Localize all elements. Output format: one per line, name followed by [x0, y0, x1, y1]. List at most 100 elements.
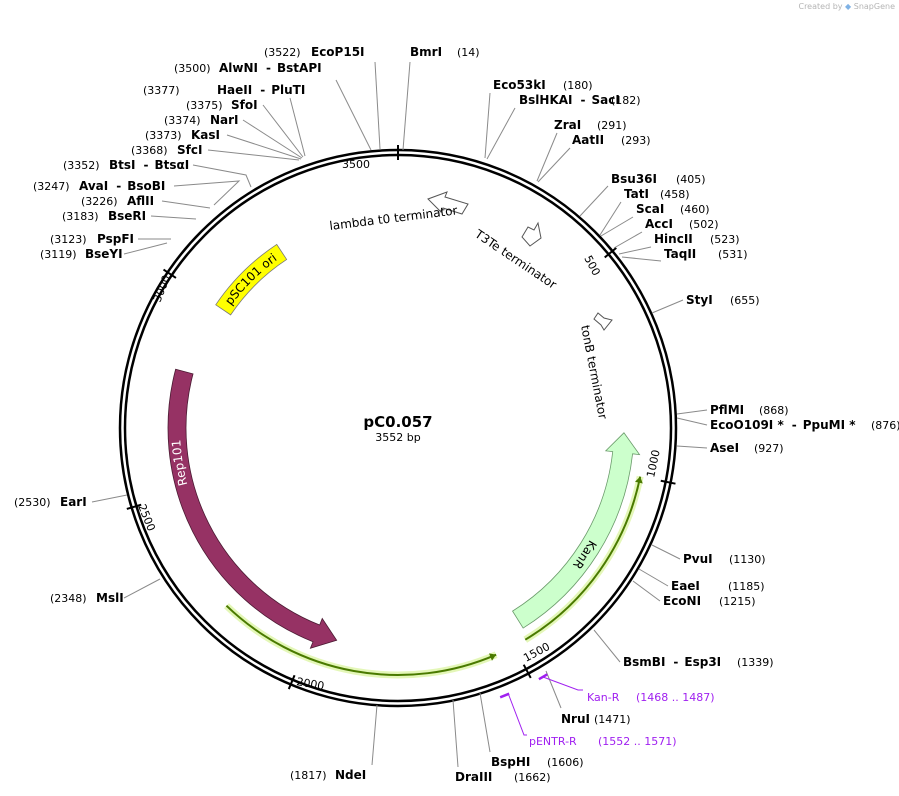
site-eari-enzyme-1: EarI — [60, 495, 87, 509]
kan-r-leader — [542, 676, 583, 691]
site-pspfi-enzyme-1: PspFI — [97, 232, 134, 246]
t3te-terminator-label: T3Te terminator — [471, 226, 559, 291]
kan-r-primer-range: (1468 .. 1487) — [636, 691, 715, 704]
site-ecoo109i-ppumi-enzyme-2: PpuMI * — [803, 418, 857, 432]
site-ecoo109i-ppumi-separator: - — [792, 418, 797, 432]
kanr-orf-line — [524, 476, 642, 641]
site-sfci-position: (3368) — [131, 144, 168, 157]
site-bsu36i-leader — [579, 185, 609, 217]
kan-r-primer-name: Kan-R — [587, 691, 620, 704]
site-btsi-bts-i-leader — [192, 164, 252, 188]
site-pflmi-position: (868) — [759, 404, 789, 417]
pentr-r-leader — [507, 692, 527, 736]
site-ecoo109i-ppumi-enzyme-1: EcoO109I * — [710, 418, 784, 432]
site-avai-bsobi-separator: - — [116, 179, 121, 193]
site-hincii-enzyme-1: HincII — [654, 232, 693, 246]
psc101-ori-label-text: pSC101 ori — [222, 251, 279, 308]
tick-mark-1000 — [660, 479, 676, 485]
site-styi-enzyme-1: StyI — [686, 293, 713, 307]
site-asei-enzyme-1: AseI — [710, 441, 739, 455]
site-bseri-position: (3183) — [62, 210, 99, 223]
site-aflii-leader — [161, 200, 211, 209]
site-bsphi-leader — [479, 692, 491, 753]
lambda-t0-terminator-arrow — [427, 191, 469, 215]
kanr-arrow — [511, 432, 641, 629]
site-avai-bsobi-enzyme-2: BsoBI — [127, 179, 165, 193]
site-sfci-enzyme-1: SfcI — [177, 143, 202, 157]
site-pflmi-leader — [676, 409, 708, 415]
site-bsu36i-enzyme-1: Bsu36I — [611, 172, 657, 186]
site-bsphi-position: (1606) — [547, 756, 584, 769]
site-sfoi-enzyme-1: SfoI — [231, 98, 258, 112]
tick-label-500: 500 — [581, 253, 602, 278]
site-tati-leader — [599, 201, 622, 236]
site-ndei-enzyme-1: NdeI — [335, 768, 366, 782]
site-hincii-leader — [618, 246, 652, 255]
site-scai-position: (460) — [680, 203, 710, 216]
site-ecoo109i-ppumi-position: (876) — [871, 419, 899, 432]
site-btsi-bts-i-separator: - — [144, 158, 149, 172]
site-bsphi-enzyme-1: BspHI — [491, 755, 530, 769]
site-eco53ki-leader — [484, 92, 491, 159]
pentr-r-primer-range: (1552 .. 1571) — [598, 735, 677, 748]
site-eaei-leader — [638, 568, 669, 587]
site-bseyi-leader — [123, 242, 168, 255]
pentr-r-primer-name: pENTR-R — [529, 735, 577, 748]
site-bsu36i-position: (405) — [676, 173, 706, 186]
site-styi-position: (655) — [730, 294, 760, 307]
site-bsmbi-esp3i-leader — [593, 629, 621, 663]
t3te-terminator-arrow — [521, 221, 542, 247]
site-bslhkai-saci-position: (182) — [611, 94, 641, 107]
rep101-arrow — [167, 368, 338, 649]
site-zrai-position: (291) — [597, 119, 627, 132]
tonb-terminator-label: tonB terminator — [578, 324, 610, 420]
psc101-ori-label: pSC101 ori — [222, 251, 279, 308]
site-ndei-position: (1817) — [290, 769, 327, 782]
site-sfoi-position: (3375) — [186, 99, 223, 112]
site-kasi-leader — [226, 134, 302, 160]
site-pspfi-position: (3123) — [50, 233, 87, 246]
site-aflii-enzyme-1: AflII — [127, 194, 154, 208]
site-bsmbi-esp3i-enzyme-2: Esp3I — [684, 655, 721, 669]
snapgene-credit: Created by ◆ SnapGene — [798, 2, 895, 11]
site-aflii-position: (3226) — [81, 195, 118, 208]
tick-mark-2500 — [126, 503, 142, 510]
tick-mark-500 — [604, 247, 617, 259]
site-bseri-leader — [150, 215, 197, 220]
site-nrui-position: (1471) — [594, 713, 631, 726]
site-scai-enzyme-1: ScaI — [636, 202, 664, 216]
site-bslhkai-saci-enzyme-2: SacI — [592, 93, 620, 107]
site-tati-enzyme-1: TatI — [624, 187, 649, 201]
site-haeii-pluti-enzyme-2: PluTI — [271, 83, 305, 97]
site-sfci-leader — [207, 149, 300, 161]
site-ecop15i-leader — [374, 61, 381, 150]
site-msli-leader — [123, 578, 161, 599]
site-avai-bsobi-position: (3247) — [33, 180, 70, 193]
site-avai-bsobi-enzyme-1: AvaI — [79, 179, 108, 193]
site-btsi-bts-i-position: (3352) — [63, 159, 100, 172]
site-taqii-enzyme-1: TaqII — [664, 247, 696, 261]
site-zrai-enzyme-1: ZraI — [554, 118, 581, 132]
site-bslhkai-saci-leader — [486, 107, 516, 160]
snapgene-logo-icon: ◆ — [845, 2, 852, 11]
site-pvui-position: (1130) — [729, 553, 766, 566]
site-econi-leader — [632, 580, 661, 602]
site-alwni-bstapi-separator: - — [266, 61, 271, 75]
site-eaei-position: (1185) — [728, 580, 765, 593]
site-labels: (14)BmrI(180)Eco53kI(182)BslHKAI-SacI(29… — [14, 45, 899, 784]
rep101-orf-head — [489, 653, 497, 661]
tick-label-2000: 2000 — [295, 675, 325, 693]
site-nari-leader — [242, 119, 303, 159]
site-aatii-leader — [537, 147, 571, 183]
plasmid-length: 3552 bp — [375, 431, 420, 444]
rep101-orf-line — [225, 604, 497, 677]
site-btsi-bts-i-enzyme-2: BtsαI — [155, 158, 190, 172]
tick-mark-2000 — [287, 674, 296, 690]
site-nrui-enzyme-1: NruI — [561, 712, 590, 726]
site-pvui-enzyme-1: PvuI — [683, 552, 713, 566]
site-acci-position: (502) — [689, 218, 719, 231]
site-eaei-enzyme-1: EaeI — [671, 579, 700, 593]
site-nari-enzyme-1: NarI — [210, 113, 239, 127]
site-haeii-pluti-leader — [289, 97, 306, 157]
site-eco53ki-enzyme-1: Eco53kI — [493, 78, 546, 92]
